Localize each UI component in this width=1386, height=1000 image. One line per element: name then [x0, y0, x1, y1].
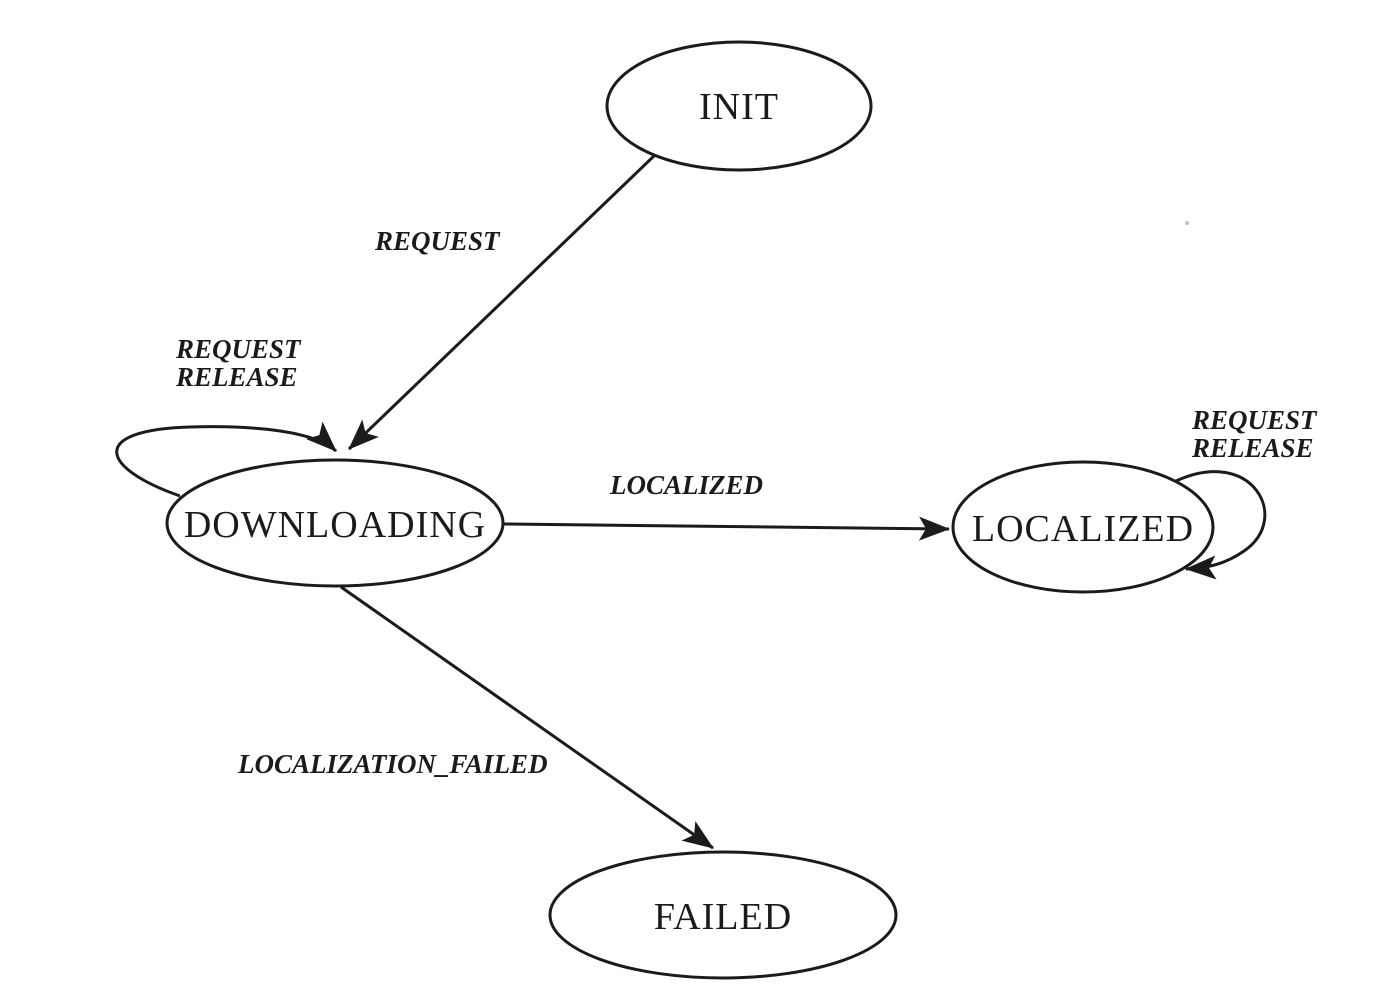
label-request-release-right-line1: REQUEST — [1191, 405, 1318, 435]
state-localized: LOCALIZED — [951, 460, 1215, 594]
state-init-ellipse — [605, 40, 873, 172]
state-localized-ellipse — [951, 460, 1215, 594]
scan-noise-dot — [1185, 221, 1189, 225]
state-init: INIT — [605, 40, 873, 172]
transition-downloading-self-loop — [115, 421, 338, 498]
label-request-release-left-line1: REQUEST — [175, 334, 302, 364]
state-failed: FAILED — [548, 850, 898, 980]
label-request: REQUEST — [374, 226, 501, 256]
label-request-release-right-line2: RELEASE — [1191, 433, 1314, 463]
state-downloading-ellipse — [165, 458, 505, 588]
state-init-label: INIT — [699, 86, 779, 128]
state-downloading: DOWNLOADING — [165, 458, 505, 588]
label-request-release-right: REQUEST RELEASE — [1191, 405, 1323, 463]
label-localized: LOCALIZED — [609, 470, 763, 500]
state-failed-label: FAILED — [654, 896, 792, 938]
state-localized-label: LOCALIZED — [972, 508, 1194, 550]
label-request-release-left: REQUEST RELEASE — [175, 334, 307, 392]
label-request-release-left-line2: RELEASE — [175, 362, 298, 392]
transition-init-to-downloading — [347, 153, 657, 451]
state-downloading-label: DOWNLOADING — [184, 504, 486, 546]
transition-downloading-to-failed — [340, 585, 714, 850]
label-localization-failed: LOCALIZATION_FAILED — [237, 749, 548, 779]
transition-downloading-to-localized — [503, 516, 950, 541]
state-failed-ellipse — [548, 850, 898, 980]
transition-localized-self-loop — [1175, 470, 1267, 580]
